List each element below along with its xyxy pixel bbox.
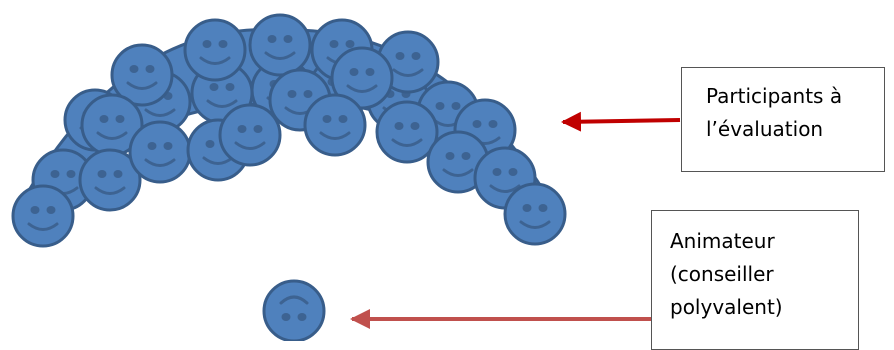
- smiley-face-icon: [303, 93, 367, 157]
- smiley-face-icon: [218, 103, 282, 167]
- participants-label-box: Participants à l’évaluation: [681, 67, 885, 172]
- animator-label-line-1: Animateur: [670, 229, 775, 253]
- participants-label-line-2: l’évaluation: [706, 117, 824, 141]
- smiley-face-icon: [375, 100, 439, 164]
- smiley-face-icon: [503, 182, 567, 246]
- smiley-face-icon: [11, 184, 75, 248]
- diagram-canvas: [11, 13, 681, 341]
- smiley-face-icon: [330, 46, 394, 110]
- frowning-face-icon: [262, 279, 326, 341]
- participants-group: [11, 13, 567, 248]
- participants-arrow: [561, 111, 681, 132]
- animator-group: [262, 279, 326, 341]
- participants-label-line-1: Participants à: [706, 84, 843, 108]
- smiley-face-icon: [248, 13, 312, 77]
- animator-label-line-3: polyvalent): [670, 295, 783, 319]
- animator-label-line-2: (conseiller: [670, 262, 774, 286]
- smiley-face-icon: [183, 18, 247, 82]
- animator-label-box: Animateur (conseiller polyvalent): [651, 210, 859, 350]
- smiley-face-icon: [110, 43, 174, 107]
- smiley-face-icon: [78, 148, 142, 212]
- smiley-face-icon: [128, 120, 192, 184]
- smiley-face-icon: [426, 130, 490, 194]
